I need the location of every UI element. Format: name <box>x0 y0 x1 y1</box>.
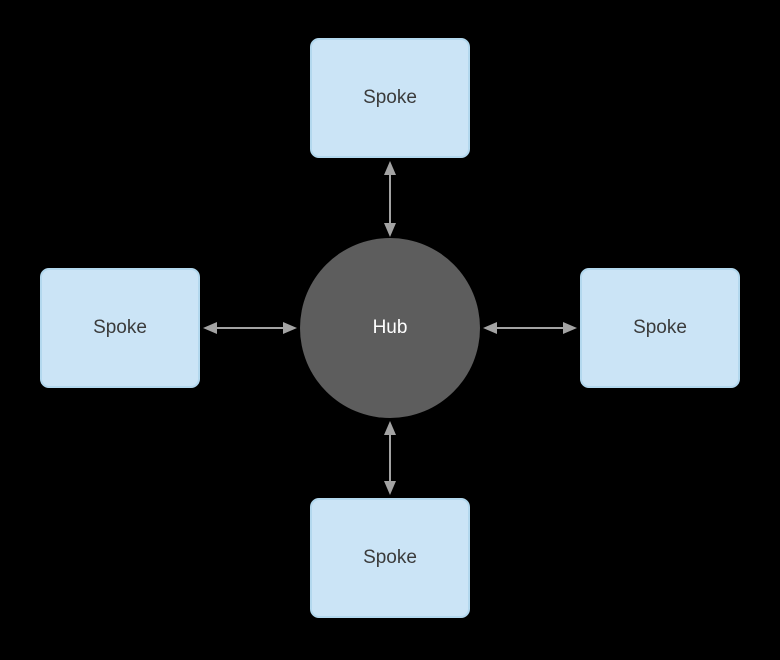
arrow-hub-to-top-spoke <box>384 161 396 237</box>
spoke-node-top: Spoke <box>310 38 470 158</box>
arrowhead-up-icon <box>384 421 396 435</box>
arrowhead-right-icon <box>283 322 297 334</box>
hub-node: Hub <box>300 238 480 418</box>
arrowhead-left-icon <box>203 322 217 334</box>
spoke-label: Spoke <box>363 547 417 568</box>
spoke-node-right: Spoke <box>580 268 740 388</box>
spoke-label: Spoke <box>93 317 147 338</box>
arrowhead-up-icon <box>384 161 396 175</box>
arrowhead-left-icon <box>483 322 497 334</box>
arrow-hub-to-bottom-spoke <box>384 421 396 495</box>
hub-label: Hub <box>372 317 408 338</box>
arrow-hub-to-right-spoke <box>483 322 577 334</box>
spoke-label: Spoke <box>363 87 417 108</box>
arrowhead-right-icon <box>563 322 577 334</box>
spoke-label: Spoke <box>633 317 687 338</box>
spoke-node-bottom: Spoke <box>310 498 470 618</box>
arrowhead-down-icon <box>384 223 396 237</box>
spoke-node-left: Spoke <box>40 268 200 388</box>
arrowhead-down-icon <box>384 481 396 495</box>
arrow-hub-to-left-spoke <box>203 322 297 334</box>
